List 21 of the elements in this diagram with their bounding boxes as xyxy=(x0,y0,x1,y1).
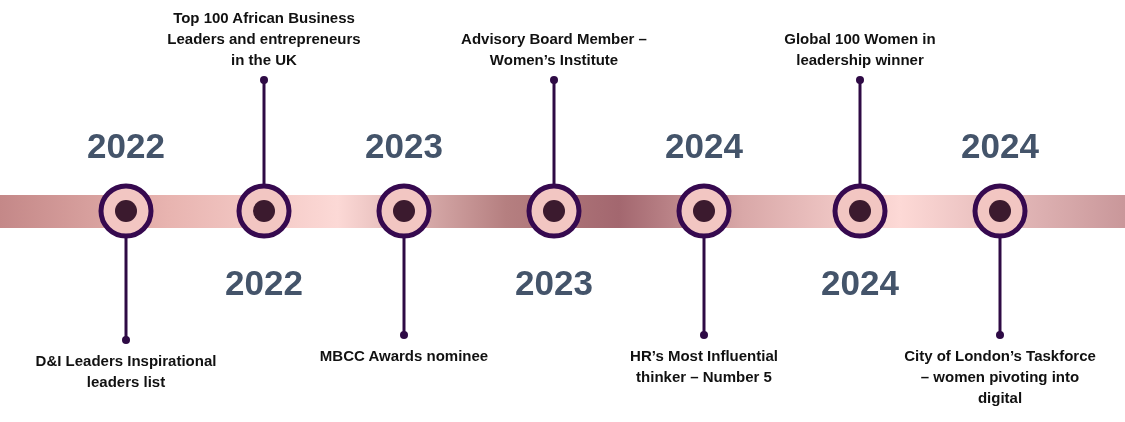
leader-line xyxy=(996,238,1004,339)
year-label: 2022 xyxy=(86,127,166,165)
leader-line xyxy=(122,238,130,344)
leader-line xyxy=(260,76,268,184)
year-label: 2024 xyxy=(820,264,900,302)
milestone-text: City of London’s Taskforce – women pivoting into digital xyxy=(890,345,1110,408)
milestone-text: HR’s Most Influential thinker – Number 5 xyxy=(594,345,814,387)
leader-line xyxy=(856,76,864,184)
leader-line xyxy=(400,238,408,339)
milestone-text: Top 100 African Business Leaders and entrepreneurs in the UK xyxy=(154,7,374,70)
leader-line xyxy=(550,76,558,184)
year-label: 2024 xyxy=(664,127,744,165)
milestone-text: Global 100 Women in leadership winner xyxy=(750,28,970,70)
milestone-text: D&I Leaders Inspirational leaders list xyxy=(16,350,236,392)
leader-line xyxy=(700,238,708,339)
year-label: 2023 xyxy=(514,264,594,302)
milestone-text: Advisory Board Member – Women’s Institute xyxy=(444,28,664,70)
milestone-text: MBCC Awards nominee xyxy=(294,345,514,366)
year-label: 2024 xyxy=(960,127,1040,165)
year-label: 2023 xyxy=(364,127,444,165)
year-label: 2022 xyxy=(224,264,304,302)
